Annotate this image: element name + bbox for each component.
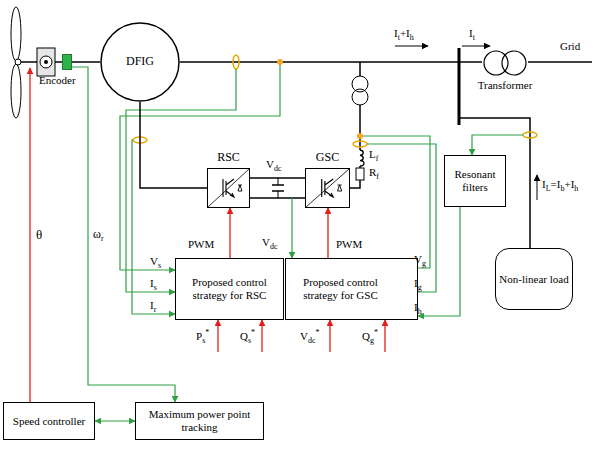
signal-label: Grid <box>560 40 580 52</box>
node-label: Maximum power point tracking <box>136 408 263 433</box>
connector <box>418 207 460 316</box>
signal-label: Ir <box>150 299 156 311</box>
generator-circle: DFIG <box>100 22 180 102</box>
signal-label: Is <box>150 277 157 289</box>
signal-label: Vs <box>150 255 161 267</box>
signal-label: Vdc <box>262 236 278 248</box>
switch-symbol <box>208 169 249 207</box>
converter-box: GSC <box>305 168 350 208</box>
signal-label: PWM <box>336 238 362 250</box>
signal-label: Ps* <box>196 330 209 342</box>
node-label: Proposed control strategy for GSC <box>286 276 395 301</box>
node-label: Encoder <box>39 74 76 87</box>
converter-box: RSC <box>207 168 250 208</box>
node-label: Non-linear load <box>499 273 568 286</box>
node-label: RSC <box>208 151 249 165</box>
signal-label: Vg <box>414 253 426 265</box>
control-box: Proposed control strategy for RSC <box>175 258 284 320</box>
transformer-outline <box>482 50 528 76</box>
signal-label: ωr <box>93 228 104 241</box>
connector <box>327 208 328 258</box>
connector <box>95 420 135 421</box>
controller-box: Speed controller <box>3 402 95 440</box>
connector <box>229 208 230 258</box>
node-label: Speed controller <box>13 415 85 428</box>
signal-label: Qs* <box>240 330 255 342</box>
signal-label: Rf <box>369 166 379 178</box>
signal-label: θ <box>36 228 42 242</box>
mppt-box: Maximum power point tracking <box>135 402 264 440</box>
signal-label: IL=Ib+Ih <box>542 178 578 190</box>
control-box: Proposed control strategy for GSC <box>285 258 418 320</box>
node-label: DFIG <box>126 55 154 69</box>
transformer-symbol: Transformer <box>482 50 528 76</box>
node-label: Transformer <box>478 79 533 92</box>
encoder-block: Encoder <box>62 54 72 70</box>
signal-label: Qg* <box>362 330 378 342</box>
switch-symbol <box>306 169 349 207</box>
signal-label: PWM <box>188 238 214 250</box>
signal-label: It+Ih <box>394 27 414 39</box>
node-label: GSC <box>306 151 349 165</box>
load-box: Non-linear load <box>495 248 573 310</box>
node-label: Proposed control strategy for RSC <box>176 276 283 301</box>
connector <box>72 67 175 402</box>
filter-box: Resonant filters <box>444 155 506 207</box>
signal-label: It <box>469 27 475 39</box>
node-label: Resonant filters <box>445 168 505 193</box>
signal-label: Vdc* <box>300 330 320 342</box>
signal-label: Vdc <box>266 158 282 170</box>
signal-label: Ig <box>414 277 422 289</box>
signal-label: Ih <box>414 301 422 313</box>
signal-label: Lf <box>369 148 378 160</box>
connector <box>140 102 207 188</box>
